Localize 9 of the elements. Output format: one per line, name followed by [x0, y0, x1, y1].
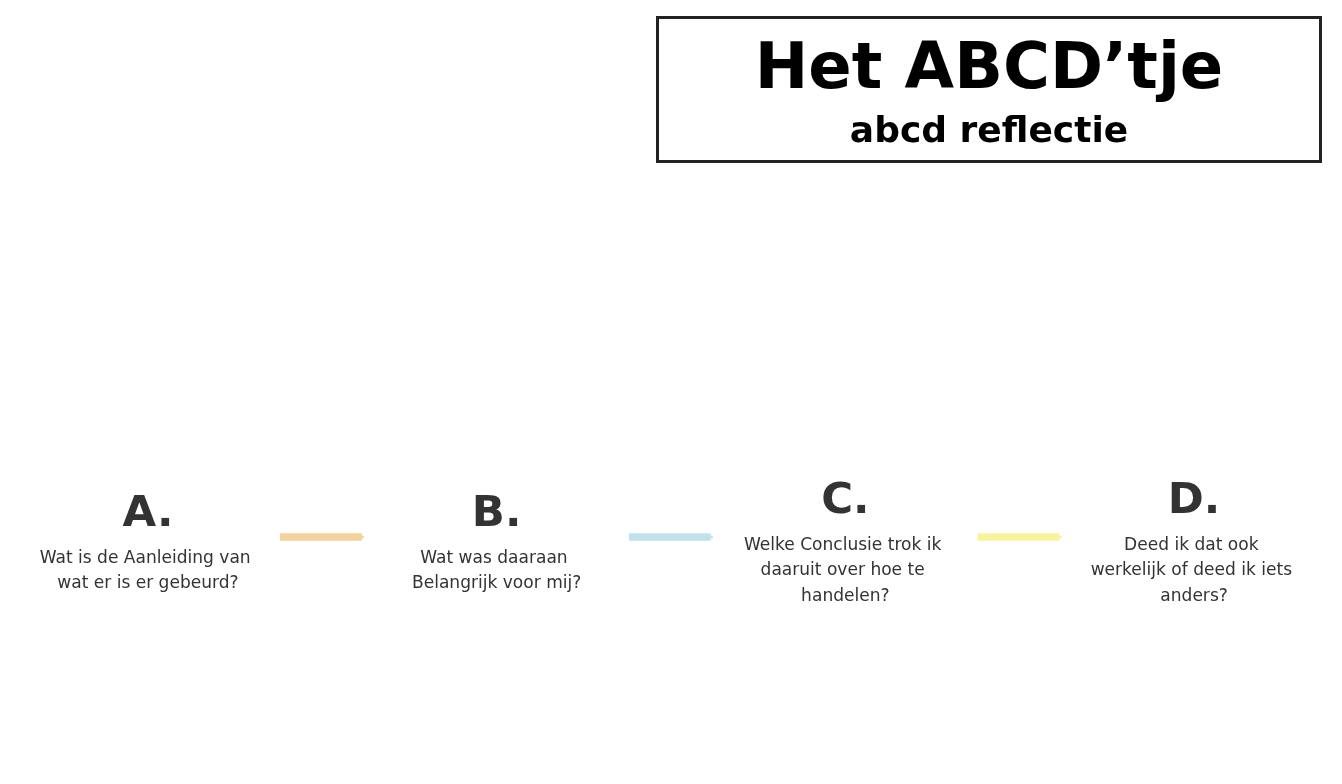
- title: Het ABCD’tje: [754, 29, 1224, 103]
- subtitle: abcd reflectie: [849, 109, 1129, 150]
- node-text: D. Deed ik dat ook werkelijk of deed ik iets anders?: [1090, 473, 1293, 605]
- node-text: A. Wat is de Aanleiding van wat er is er gebeurd?: [39, 485, 251, 593]
- node-text: B. Wat was daaraan Belangrijk voor mij?: [412, 485, 582, 593]
- arrow: [628, 533, 714, 541]
- arrow: [279, 533, 366, 541]
- node-text: C. Welke Conclusie trok ik daaruit over hoe te handelen?: [743, 473, 942, 605]
- arrow: [977, 533, 1063, 541]
